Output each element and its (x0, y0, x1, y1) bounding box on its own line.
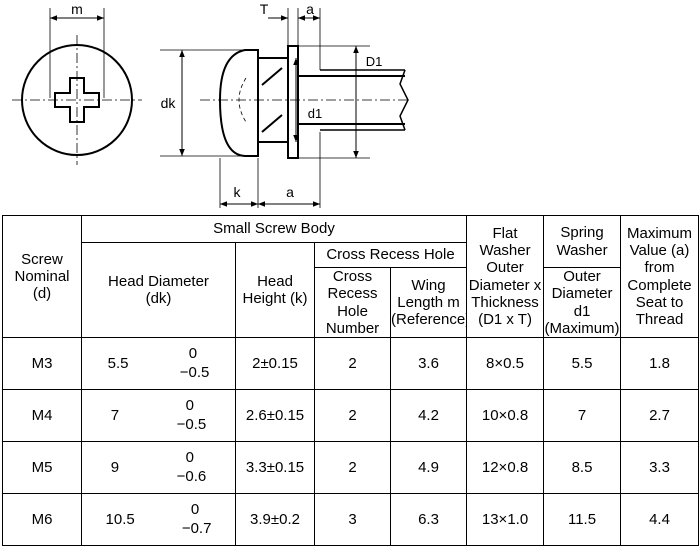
cell-spring-washer: 8.5 (543, 441, 622, 494)
cell-wing-length: 4.2 (389, 389, 468, 442)
specification-table: Screw Nominal (d) Small Screw Body Flat … (2, 215, 700, 546)
cell-head-diameter: 9 0−0.6 (81, 441, 236, 494)
header-spring-washer-outer-diameter: Outer Diameter d1 (Maximum) (543, 267, 622, 338)
cell-recess-number: 2 (314, 337, 391, 390)
cell-max-value: 3.3 (620, 441, 700, 494)
header-small-screw-body: Small Screw Body (80, 215, 468, 243)
cell-max-value: 1.8 (620, 337, 700, 390)
cell-spring-washer: 11.5 (543, 493, 622, 546)
cross-recess (54, 77, 100, 123)
header-cross-recess-hole-number: Cross Recess Hole Number (314, 267, 391, 338)
header-wing-length: Wing Length m (Reference) (389, 267, 468, 338)
cell-recess-number: 2 (314, 441, 391, 494)
table-row: M3 5.5 0−0.5 2±0.15 2 3.6 8×0.5 5.5 1.8 (2, 337, 700, 390)
cell-head-height: 2±0.15 (235, 337, 315, 390)
label-D1: D1 (366, 54, 383, 69)
cell-nominal: M6 (2, 493, 82, 546)
cell-flat-washer: 13×1.0 (466, 493, 545, 546)
table-row: M4 7 0−0.5 2.6±0.15 2 4.2 10×0.8 7 2.7 (2, 389, 700, 442)
head-diameter-value: 10.5 (105, 510, 135, 528)
tolerance: 0−0.6 (176, 448, 207, 485)
label-d1: d1 (308, 106, 322, 121)
cell-head-height: 3.3±0.15 (235, 441, 315, 494)
cell-spring-washer: 7 (543, 389, 622, 442)
table-row: M6 10.5 0−0.7 3.9±0.2 3 6.3 13×1.0 11.5 … (2, 493, 700, 546)
cell-flat-washer: 8×0.5 (466, 337, 545, 390)
label-m: m (71, 1, 83, 17)
cell-spring-washer: 5.5 (543, 337, 622, 390)
cell-nominal: M3 (2, 337, 82, 390)
screw-side-view: dk T a D1 d1 k a (160, 1, 410, 208)
header-flat-washer: Flat Washer Outer Diameter x Thickness (… (466, 215, 545, 338)
head-diameter-value: 9 (110, 458, 120, 476)
cell-wing-length: 6.3 (389, 493, 468, 546)
cell-nominal: M4 (2, 389, 82, 442)
head-diameter-value: 7 (110, 406, 120, 424)
table-row: M5 9 0−0.6 3.3±0.15 2 4.9 12×0.8 8.5 3.3 (2, 441, 700, 494)
cell-wing-length: 4.9 (389, 441, 468, 494)
cell-head-diameter: 5.5 0−0.5 (81, 337, 236, 390)
header-cross-recess-hole: Cross Recess Hole (313, 242, 468, 268)
cell-nominal: M5 (2, 441, 82, 494)
header-screw-nominal: Screw Nominal (d) (2, 215, 82, 338)
cell-max-value: 2.7 (620, 389, 700, 442)
cell-flat-washer: 12×0.8 (466, 441, 545, 494)
cell-wing-length: 3.6 (389, 337, 468, 390)
cell-max-value: 4.4 (620, 493, 700, 546)
cell-head-diameter: 10.5 0−0.7 (81, 493, 236, 546)
cell-head-height: 3.9±0.2 (235, 493, 315, 546)
cell-flat-washer: 10×0.8 (466, 389, 545, 442)
tolerance: 0−0.5 (176, 396, 207, 433)
cell-recess-number: 2 (314, 389, 391, 442)
cell-recess-number: 3 (314, 493, 391, 546)
header-head-height: Head Height (k) (235, 242, 315, 338)
head-diameter-value: 5.5 (107, 354, 129, 372)
cell-head-height: 2.6±0.15 (235, 389, 315, 442)
label-dk: dk (161, 95, 177, 111)
header-head-diameter: Head Diameter (dk) (81, 242, 236, 338)
screw-technical-drawing: m dk T a D1 d1 (12, 1, 410, 208)
label-T: T (260, 1, 269, 17)
header-maximum-value: Maximum Value (a) from Complete Seat to … (620, 215, 700, 338)
cell-head-diameter: 7 0−0.5 (81, 389, 236, 442)
head-top-view: m (12, 1, 142, 165)
label-a: a (306, 1, 314, 17)
label-a-lower: a (286, 184, 294, 200)
header-spring-washer: Spring Washer (543, 215, 622, 268)
tolerance: 0−0.5 (179, 344, 210, 381)
tolerance: 0−0.7 (181, 500, 212, 537)
label-k: k (234, 184, 242, 200)
